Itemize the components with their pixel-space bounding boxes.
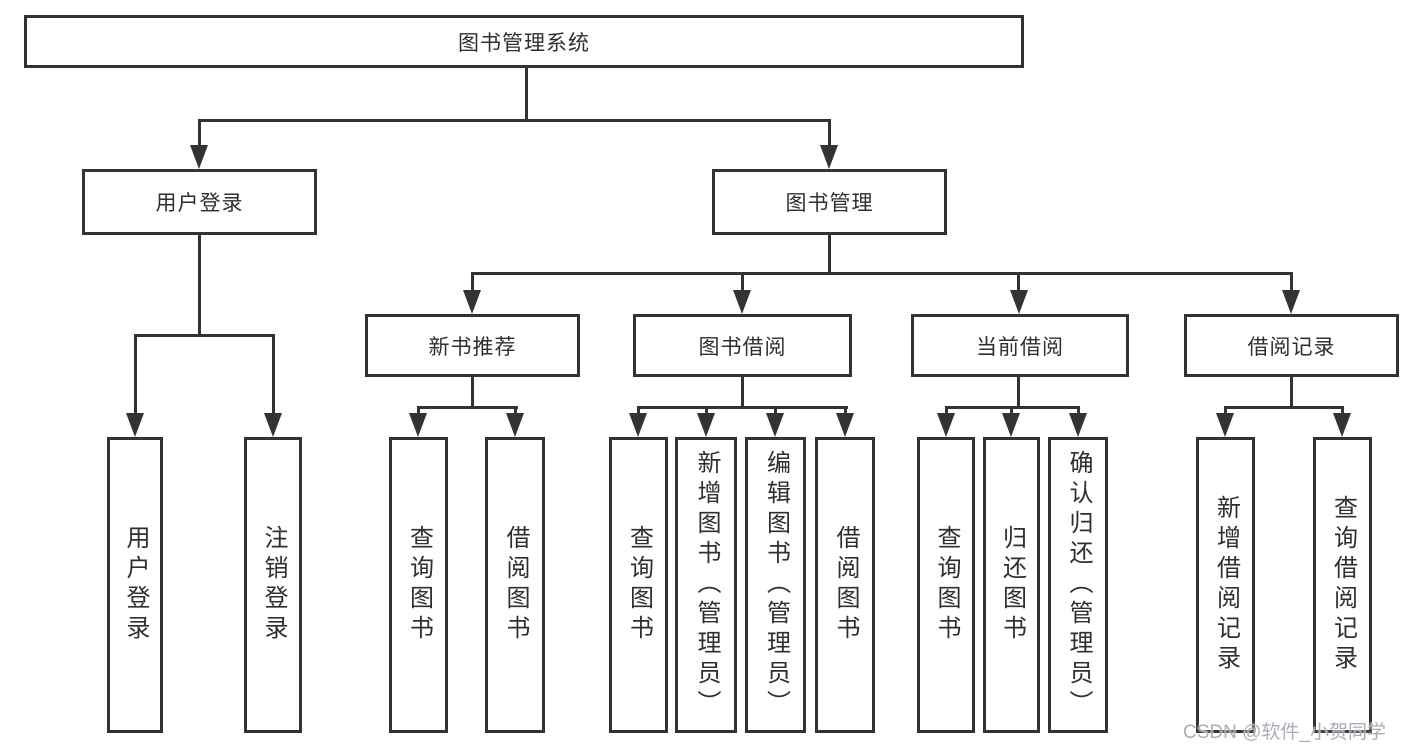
connector-g5-c2: [1341, 406, 1344, 416]
leaf-edit-book-admin: 编辑图书（管理员）: [745, 437, 806, 733]
leaf-user-login: 用户登录: [107, 437, 163, 733]
connector-g5-stem: [1290, 376, 1293, 409]
node-current-borrow: 当前借阅: [911, 314, 1129, 377]
connector-g3-c2: [705, 406, 708, 416]
connector-l3-bar: [471, 272, 1293, 275]
node-user-login: 用户登录: [82, 169, 317, 235]
arrow-down-icon: [697, 413, 715, 437]
connector-g2-stem: [471, 376, 474, 409]
arrow-down-icon: [1333, 413, 1351, 437]
connector-l2-right: [828, 119, 831, 147]
leaf-borrow-books: 借阅图书: [815, 437, 875, 733]
watermark: CSDN @软件_小贺同学: [1183, 722, 1386, 743]
leaf-query-books-recommend: 查询图书: [389, 437, 448, 733]
connector-g2-c2: [514, 406, 517, 416]
connector-l3-c3: [1017, 272, 1020, 294]
connector-g5-c1: [1224, 406, 1227, 416]
node-root: 图书管理系统: [24, 15, 1024, 68]
arrow-down-icon: [629, 413, 647, 437]
arrow-down-icon: [506, 413, 524, 437]
connector-g3-c3: [774, 406, 777, 416]
arrow-down-icon: [1069, 413, 1087, 437]
connector-l3-c4: [1290, 272, 1293, 294]
leaf-query-books-current: 查询图书: [917, 437, 975, 733]
connector-l3-c2: [741, 272, 744, 294]
connector-g3-c1: [637, 406, 640, 416]
connector-l2-left: [198, 119, 201, 147]
connector-l3-c1: [471, 272, 474, 294]
connector-login-stem: [198, 235, 201, 335]
connector-g4-c3: [1077, 406, 1080, 416]
connector-g4-c1: [945, 406, 948, 416]
connector-login-c1: [134, 334, 137, 415]
leaf-return-book: 归还图书: [983, 437, 1040, 733]
connector-l2-bar: [198, 119, 831, 122]
arrow-down-icon: [1216, 413, 1234, 437]
arrow-down-icon: [409, 413, 427, 437]
connector-g4-stem: [1017, 376, 1020, 409]
connector-login-bar: [134, 334, 275, 337]
connector-mgmt-stem: [828, 235, 831, 275]
arrow-down-icon: [820, 145, 838, 169]
arrow-down-icon: [190, 145, 208, 169]
leaf-add-borrow-record: 新增借阅记录: [1196, 437, 1255, 733]
connector-g5-bar: [1224, 406, 1344, 409]
arrow-down-icon: [733, 290, 751, 314]
arrow-down-icon: [1002, 413, 1020, 437]
connector-g3-bar: [637, 406, 848, 409]
arrow-down-icon: [766, 413, 784, 437]
arrow-down-icon: [463, 290, 481, 314]
leaf-borrow-books-recommend: 借阅图书: [485, 437, 545, 733]
connector-g4-c2: [1010, 406, 1013, 416]
arrow-down-icon: [937, 413, 955, 437]
connector-login-c2: [272, 334, 275, 415]
node-book-management: 图书管理: [712, 169, 947, 235]
node-borrow-records: 借阅记录: [1184, 314, 1399, 377]
leaf-confirm-return-admin: 确认归还（管理员）: [1048, 437, 1108, 733]
connector-g2-bar: [417, 406, 518, 409]
node-book-borrow: 图书借阅: [633, 314, 852, 377]
arrow-down-icon: [126, 413, 144, 437]
arrow-down-icon: [836, 413, 854, 437]
arrow-down-icon: [264, 413, 282, 437]
leaf-query-borrow-record: 查询借阅记录: [1313, 437, 1372, 733]
connector-root-stem: [525, 68, 528, 120]
leaf-query-books-borrow: 查询图书: [609, 437, 668, 733]
connector-g3-c4: [844, 406, 847, 416]
connector-g3-stem: [741, 376, 744, 409]
leaf-add-book-admin: 新增图书（管理员）: [675, 437, 737, 733]
leaf-logout: 注销登录: [244, 437, 302, 733]
node-new-book-recommend: 新书推荐: [365, 314, 580, 377]
arrow-down-icon: [1010, 290, 1028, 314]
arrow-down-icon: [1282, 290, 1300, 314]
connector-g2-c1: [417, 406, 420, 416]
